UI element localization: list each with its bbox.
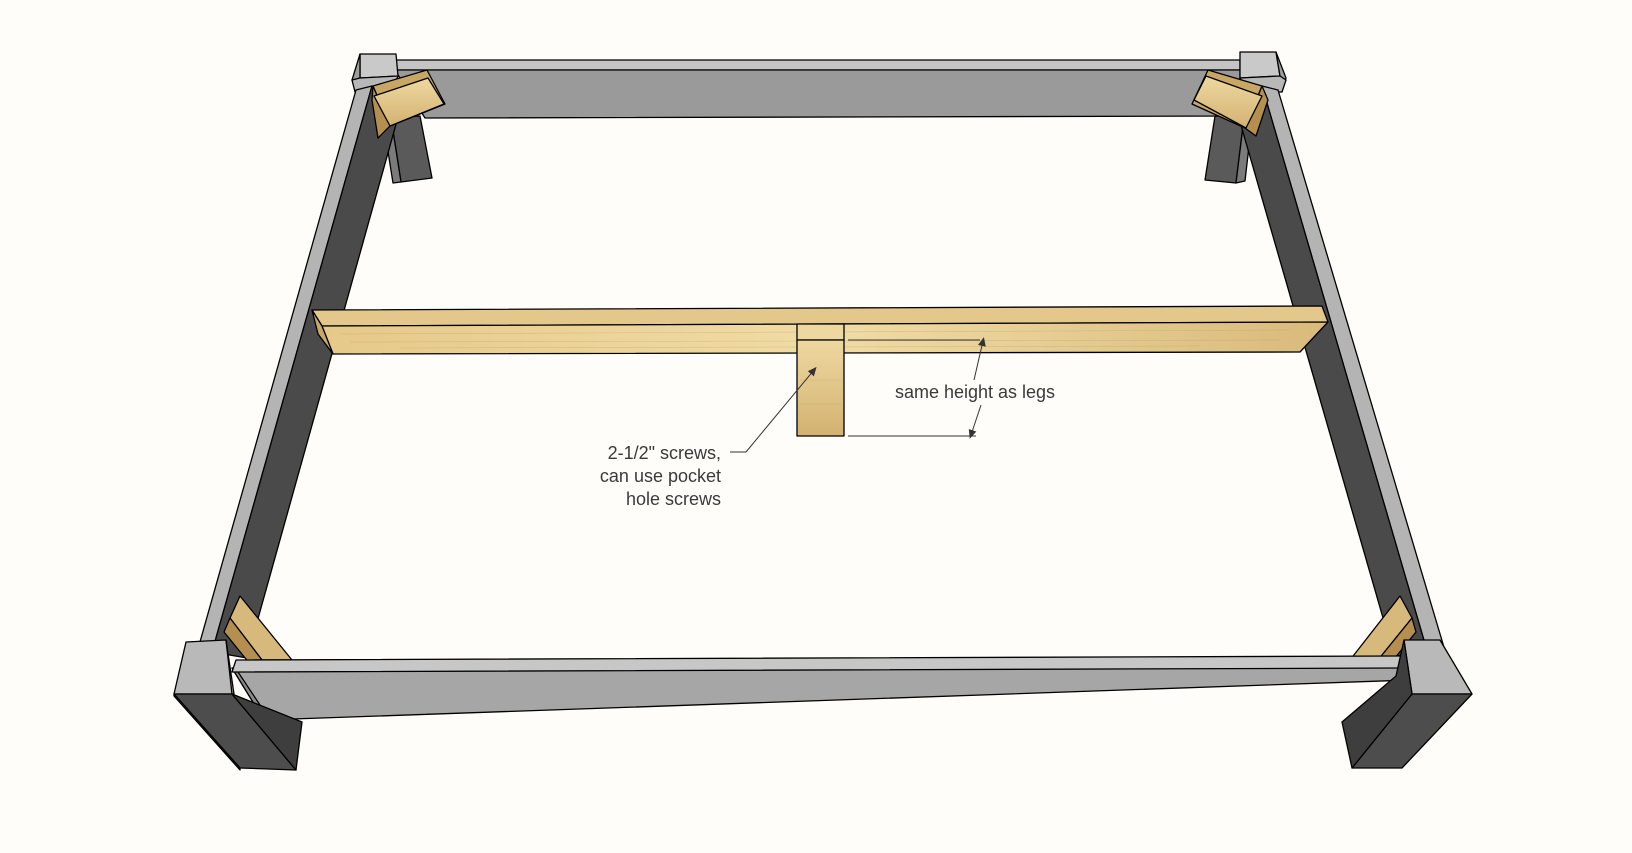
front-left-post [173, 639, 303, 771]
dimension-arrow-down [968, 404, 982, 439]
center-leg [796, 323, 845, 437]
screws-annotation: 2-1/2" screws, can use pocket hole screw… [600, 366, 817, 509]
height-label: same height as legs [895, 382, 1055, 402]
height-dimension: same height as legs [848, 337, 1055, 439]
back-right-brace [1191, 69, 1269, 137]
screws-label-line3: hole screws [626, 489, 721, 509]
front-right-post [1341, 639, 1473, 769]
screws-label-line2: can use pocket [600, 466, 721, 486]
back-left-brace [371, 69, 446, 139]
screws-label-line1: 2-1/2" screws, [608, 443, 721, 463]
back-rail [394, 59, 1241, 119]
screws-leader-line [745, 366, 817, 453]
dimension-arrow-up [973, 337, 986, 381]
front-rail [231, 655, 1411, 721]
back-right-post [1239, 51, 1287, 93]
